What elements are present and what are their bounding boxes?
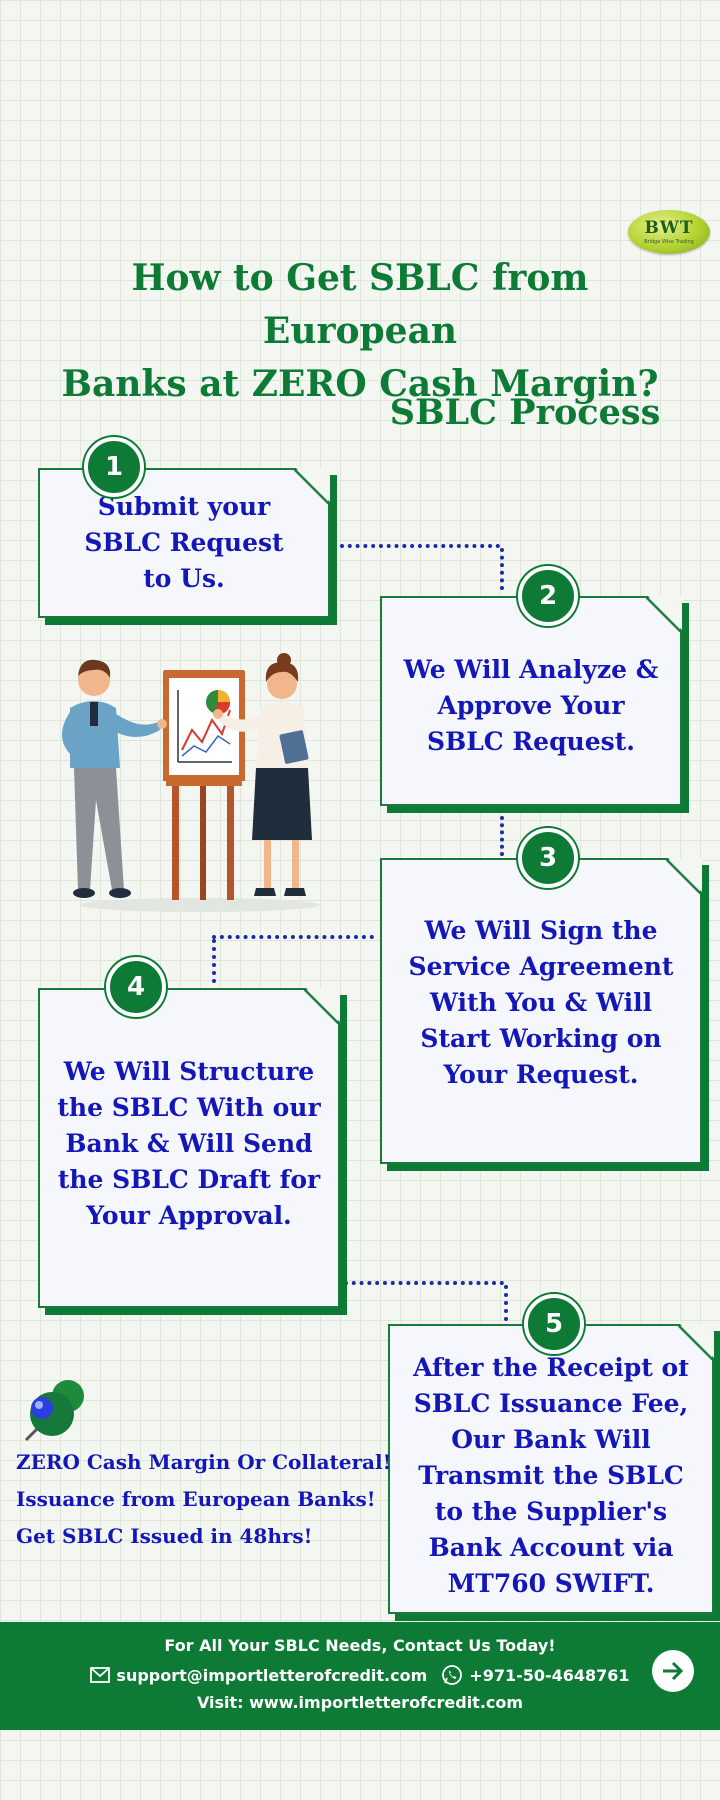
- footer-contacts: support@importletterofcredit.com +971-50…: [0, 1664, 720, 1686]
- connector-3-4: [212, 935, 374, 939]
- step-1-text: Submit your SBLC Request to Us.: [84, 492, 284, 593]
- section-heading: SBLC Process: [389, 392, 661, 433]
- arrow-right-icon: [663, 1661, 684, 1681]
- step-4-badge: 4: [106, 957, 166, 1017]
- page-title: How to Get SBLC from European Banks at Z…: [30, 252, 690, 411]
- step-4-text: We Will Structure the SBLC With our Bank…: [57, 1057, 321, 1230]
- step-3-badge: 3: [518, 828, 578, 888]
- connector-4-5: [344, 1281, 504, 1285]
- footer-email[interactable]: support@importletterofcredit.com: [116, 1665, 428, 1685]
- step-5-text: After the Receipt of SBLC Issuance Fee, …: [413, 1353, 689, 1598]
- bwt-logo: BWT Bridge Wise Trading: [628, 210, 710, 254]
- step-3-text: We Will Sign the Service Agreement With …: [408, 916, 674, 1089]
- contact-footer: For All Your SBLC Needs, Contact Us Toda…: [0, 1622, 720, 1730]
- connector-1-2: [340, 544, 500, 548]
- feature-item: Get SBLC Issued in 48hrs!: [16, 1524, 313, 1548]
- arrow-right-button[interactable]: [652, 1650, 694, 1692]
- footer-website[interactable]: Visit: www.importletterofcredit.com: [196, 1693, 524, 1712]
- step-1-badge: 1: [84, 437, 144, 497]
- feature-list: ZERO Cash Margin Or Collateral! Issuance…: [16, 1444, 392, 1555]
- step-2-badge: 2: [518, 566, 578, 626]
- connector-3-4-drop: [212, 939, 216, 983]
- footer-phone[interactable]: +971-50-4648761: [469, 1665, 630, 1685]
- mail-icon: [90, 1667, 111, 1683]
- step-4-card: We Will Structure the SBLC With our Bank…: [38, 988, 340, 1308]
- step-2-card: We Will Analyze & Approve Your SBLC Requ…: [380, 596, 682, 806]
- step-5-badge: 5: [524, 1294, 584, 1354]
- connector-4-5-drop: [504, 1285, 508, 1321]
- title-line-1: How to Get SBLC from European: [131, 257, 589, 352]
- logo-text: BWT: [644, 218, 694, 238]
- logo-tagline: Bridge Wise Trading: [644, 239, 694, 245]
- connector-2-3: [500, 816, 504, 856]
- connector-1-2-drop: [500, 548, 504, 590]
- step-5-card: After the Receipt of SBLC Issuance Fee, …: [388, 1324, 714, 1614]
- feature-item: ZERO Cash Margin Or Collateral!: [16, 1450, 392, 1474]
- whatsapp-icon: [442, 1665, 463, 1685]
- footer-cta: For All Your SBLC Needs, Contact Us Toda…: [164, 1636, 556, 1655]
- title-line-2: Banks at ZERO Cash Margin?: [61, 363, 659, 405]
- presentation-illustration: [62, 653, 320, 912]
- feature-item: Issuance from European Banks!: [16, 1487, 376, 1511]
- push-pin-icon: [24, 1380, 84, 1442]
- step-1-card: Submit your SBLC Request to Us.: [38, 468, 330, 618]
- step-2-text: We Will Analyze & Approve Your SBLC Requ…: [403, 655, 659, 756]
- step-3-card: We Will Sign the Service Agreement With …: [380, 858, 702, 1164]
